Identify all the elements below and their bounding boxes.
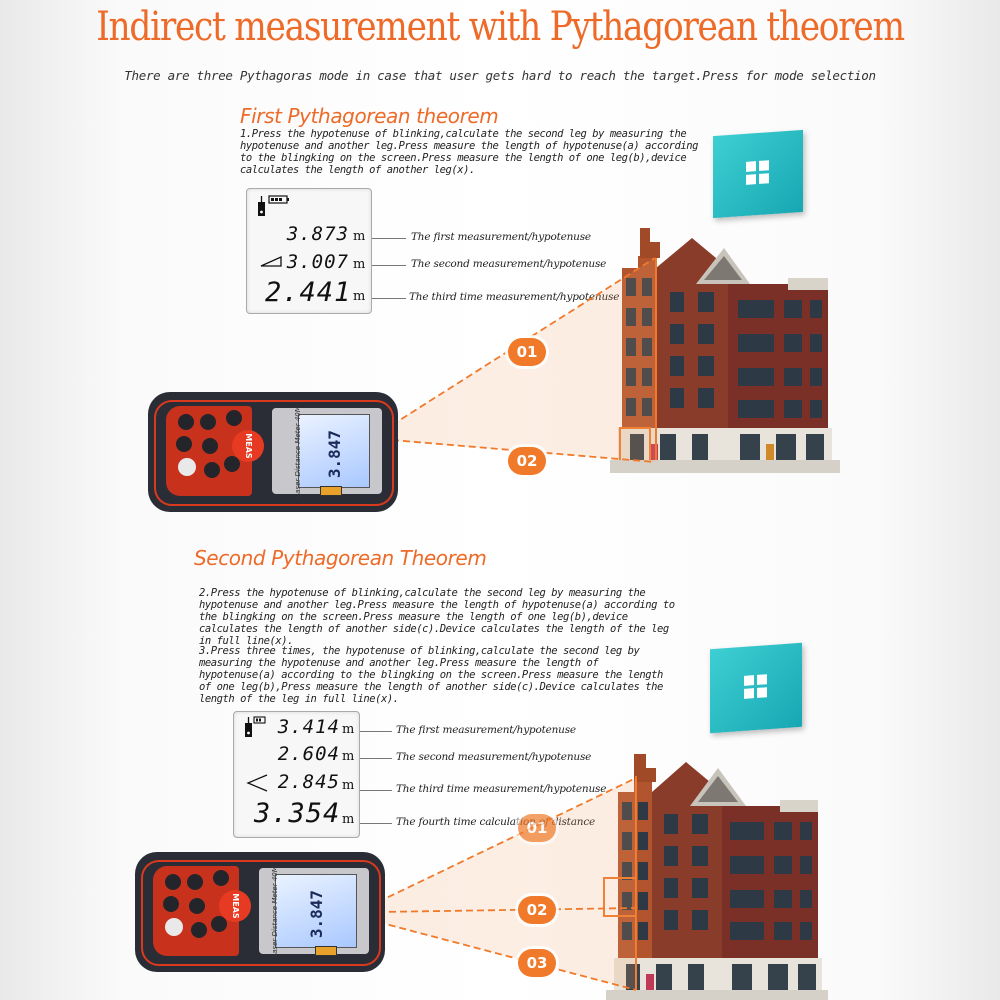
device-screen-reading-2: 3.847 — [307, 889, 326, 939]
measurement-marker-2-03: 03 — [518, 949, 556, 977]
section2-callout-3: The third time measurement/hypotenuse — [396, 783, 607, 795]
device-model-label: Laser Distance Meter 40M — [294, 406, 302, 498]
meas-button[interactable]: MEAS — [232, 430, 264, 462]
section1-callout-3: The third time measurement/hypotenuse — [409, 291, 620, 303]
pythagoras-triangle-icon — [260, 255, 282, 267]
lcd2-unit-2: m — [342, 749, 355, 764]
lcd-unit-1: m — [353, 229, 366, 244]
device-screen-reading: 3.847 — [325, 429, 344, 479]
lcd2-reading-1: 3.414 — [277, 716, 340, 738]
laser-meter-device-2: MEAS 3.847 Laser Distance Meter 40M — [135, 852, 385, 972]
lcd2-reading-4: 3.354 — [254, 798, 341, 829]
section2-title: Second Pythagorean Theorem — [194, 546, 487, 570]
lcd-unit-3: m — [353, 289, 366, 304]
section1-lcd-display: 3.873 m 3.007 m 2.441 m — [246, 188, 372, 314]
device-model-label-2: Laser Distance Meter 40M — [271, 866, 279, 958]
section1-callout-1: The first measurement/hypotenuse — [411, 231, 591, 243]
laser-meter-device-1: MEAS 3.847 Laser Distance Meter 40M — [148, 392, 398, 512]
pythagoras-triangle-icon-2 — [246, 774, 268, 792]
lcd-reading-1: 3.873 — [286, 223, 349, 245]
lcd2-unit-4: m — [342, 812, 355, 827]
section2-lcd-display: 3.414 m 2.604 m 2.845 m 3.354 m — [233, 711, 360, 838]
section2-description-2: 3.Press three times, the hypotenuse of b… — [199, 645, 663, 705]
device-mode-icon — [258, 195, 289, 216]
section2-callout-2: The second measurement/hypotenuse — [396, 751, 592, 763]
measurement-marker-2-02: 02 — [518, 896, 556, 924]
meas-button-2[interactable]: MEAS — [219, 890, 251, 922]
measurement-marker-2-01: 01 — [518, 814, 556, 842]
lcd-reading-3: 2.441 — [265, 277, 352, 308]
measurement-marker-01: 01 — [508, 338, 546, 366]
section1-description: 1.Press the hypotenuse of blinking,calcu… — [240, 128, 698, 176]
device-mode-icon-2 — [245, 716, 266, 737]
page-subtitle: There are three Pythagoras mode in case … — [124, 68, 876, 83]
lcd2-reading-3: 2.845 — [277, 771, 340, 793]
laser-beams-2 — [377, 777, 637, 991]
section1-callout-2: The second measurement/hypotenuse — [411, 258, 607, 270]
lcd2-reading-2: 2.604 — [277, 743, 340, 765]
section2-callout-1: The first measurement/hypotenuse — [396, 724, 576, 736]
lcd2-unit-1: m — [342, 722, 355, 737]
lcd-unit-2: m — [353, 257, 366, 272]
measurement-marker-02: 02 — [508, 447, 546, 475]
page-title: Indirect measurement with Pythagorean th… — [96, 4, 905, 50]
lcd-reading-2: 3.007 — [286, 251, 349, 273]
building-illustration-1 — [610, 228, 840, 473]
section1-title: First Pythagorean theorem — [240, 104, 499, 128]
section2-description-1: 2.Press the hypotenuse of blinking,calcu… — [199, 587, 675, 647]
building-illustration-2 — [603, 754, 828, 1000]
lcd2-unit-3: m — [342, 778, 355, 793]
